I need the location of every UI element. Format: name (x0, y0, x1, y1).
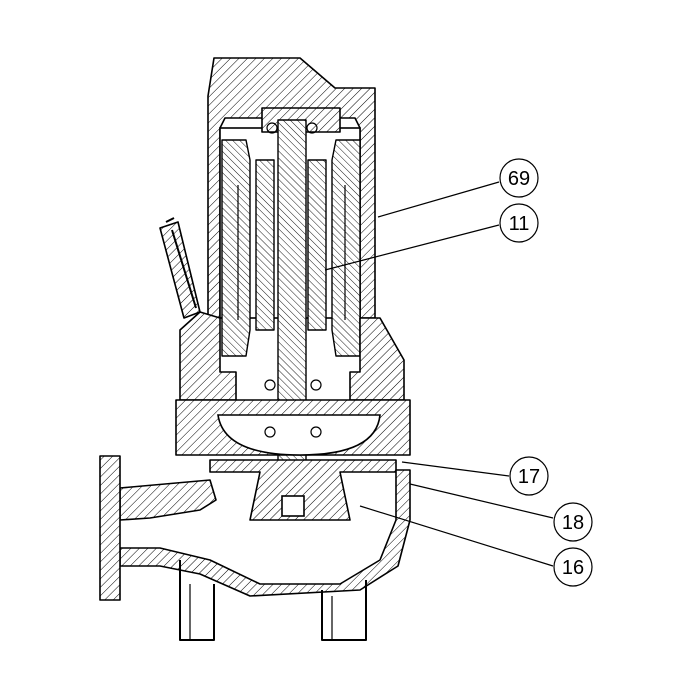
callout-label: 11 (509, 213, 530, 235)
rotor (255, 159, 327, 331)
callout-18: 18 (553, 502, 593, 542)
callout-label: 16 (562, 557, 584, 579)
callout-17: 17 (509, 456, 549, 496)
callout-69: 69 (499, 158, 539, 198)
volute-casing (99, 455, 411, 641)
impeller (209, 459, 397, 521)
leader-69 (377, 181, 500, 218)
leader-17 (401, 461, 510, 477)
leader-18 (409, 483, 554, 519)
callout-label: 69 (508, 168, 530, 190)
leader-lines (324, 181, 554, 567)
callout-label: 17 (518, 466, 540, 488)
callout-11: 11 (499, 203, 539, 243)
leader-11 (324, 224, 500, 271)
leader-16 (359, 505, 554, 567)
cable-entry (159, 217, 201, 319)
callout-16: 16 (553, 547, 593, 587)
callout-label: 18 (562, 512, 584, 534)
stator (221, 139, 361, 357)
seal-chamber (175, 311, 411, 456)
